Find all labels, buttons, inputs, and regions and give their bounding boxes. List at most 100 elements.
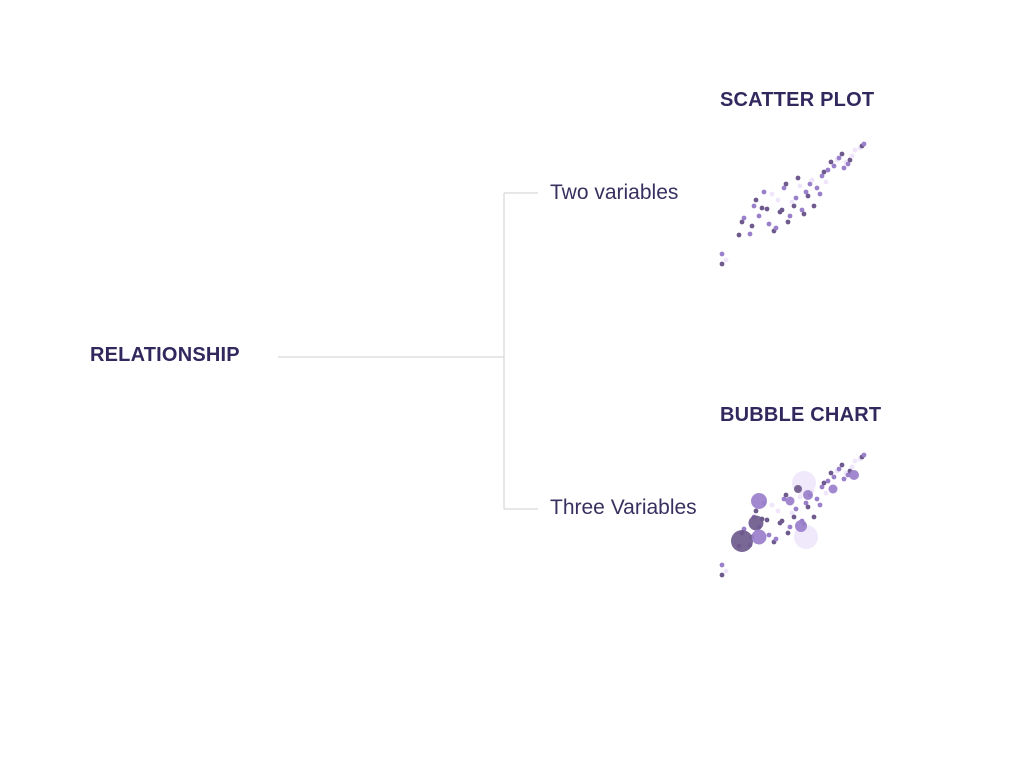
bubble-point — [821, 480, 827, 486]
scatter-point — [849, 153, 855, 159]
bubble — [748, 515, 764, 531]
scatter-point — [823, 179, 829, 185]
scatter-point — [741, 215, 747, 221]
scatter-point — [775, 197, 781, 203]
bubble-point — [719, 572, 725, 578]
scatter-point — [809, 177, 815, 183]
scatter-point — [821, 169, 827, 175]
scatter-point — [819, 173, 825, 179]
scatter-point — [825, 167, 831, 173]
scatter-point — [761, 189, 767, 195]
bubble-point — [753, 508, 759, 514]
bubble-point — [775, 508, 781, 514]
scatter-point — [773, 225, 779, 231]
branch-label-three-variables: Three Variables — [550, 496, 697, 519]
scatter-point — [845, 161, 851, 167]
scatter-point — [847, 157, 853, 163]
scatter-point — [814, 185, 820, 191]
bubble-chart-title: BUBBLE CHART — [720, 404, 882, 426]
scatter-point — [779, 207, 785, 213]
scatter-point — [789, 199, 795, 205]
bubble-point — [766, 532, 772, 538]
scatter-point — [839, 151, 845, 157]
bubble — [751, 529, 767, 545]
bubble — [785, 496, 795, 506]
bubble — [849, 470, 859, 480]
scatter-point — [764, 206, 770, 212]
scatter-point — [781, 185, 787, 191]
bubble-point — [836, 466, 842, 472]
branch-label-two-variables: Two variables — [550, 181, 679, 204]
bubble-point — [823, 490, 829, 496]
bubble-point — [785, 530, 791, 536]
scatter-point — [852, 147, 858, 153]
bubble-point — [852, 458, 858, 464]
bubble — [794, 485, 802, 493]
scatter-plot-title: SCATTER PLOT — [720, 89, 875, 111]
bubble-point — [781, 496, 787, 502]
bubble-point — [841, 476, 847, 482]
bubble-point — [787, 524, 793, 530]
bubble-point — [819, 484, 825, 490]
scatter-point — [841, 165, 847, 171]
bubble — [751, 493, 767, 509]
scatter-point — [759, 205, 765, 211]
scatter-point — [817, 191, 823, 197]
scatter-plot-icon — [719, 141, 867, 267]
bubble-point — [828, 470, 834, 476]
bubble-point — [779, 518, 785, 524]
bubble-point — [849, 464, 855, 470]
bubble — [803, 490, 813, 500]
scatter-point — [836, 155, 842, 161]
bubble-point — [803, 500, 809, 506]
bubble-point — [797, 494, 803, 500]
bubble-chart-icon — [719, 452, 867, 578]
bubble — [795, 520, 807, 532]
scatter-point — [828, 159, 834, 165]
scatter-point — [723, 257, 729, 263]
scatter-point — [797, 183, 803, 189]
scatter-point — [807, 181, 813, 187]
bubble — [828, 484, 838, 494]
bubble-point — [831, 474, 837, 480]
scatter-point — [801, 211, 807, 217]
scatter-point — [736, 232, 742, 238]
bubble-point — [814, 496, 820, 502]
scatter-point — [787, 213, 793, 219]
bubble-point — [769, 502, 775, 508]
bubble-point — [764, 517, 770, 523]
bubble-point — [773, 536, 779, 542]
bubble-point — [825, 478, 831, 484]
scatter-point — [783, 181, 789, 187]
scatter-point — [805, 193, 811, 199]
bubble-point — [719, 562, 725, 568]
bubble-point — [783, 492, 789, 498]
scatter-point — [831, 163, 837, 169]
root-label: RELATIONSHIP — [90, 344, 240, 366]
scatter-point — [756, 213, 762, 219]
scatter-point — [861, 141, 867, 147]
scatter-point — [749, 223, 755, 229]
scatter-point — [739, 219, 745, 225]
bubble — [731, 530, 753, 552]
scatter-point — [811, 203, 817, 209]
bubble-point — [791, 514, 797, 520]
scatter-point — [799, 207, 805, 213]
scatter-point — [719, 261, 725, 267]
bubble-point — [723, 568, 729, 574]
bubble-point — [789, 510, 795, 516]
bubble-point — [793, 506, 799, 512]
scatter-point — [793, 195, 799, 201]
bubble-point — [839, 462, 845, 468]
scatter-point — [766, 221, 772, 227]
scatter-point — [719, 251, 725, 257]
scatter-point — [785, 219, 791, 225]
bubble-point — [805, 504, 811, 510]
scatter-point — [747, 231, 753, 237]
bubble-point — [811, 514, 817, 520]
scatter-point — [791, 203, 797, 209]
scatter-point — [803, 189, 809, 195]
scatter-point — [769, 191, 775, 197]
